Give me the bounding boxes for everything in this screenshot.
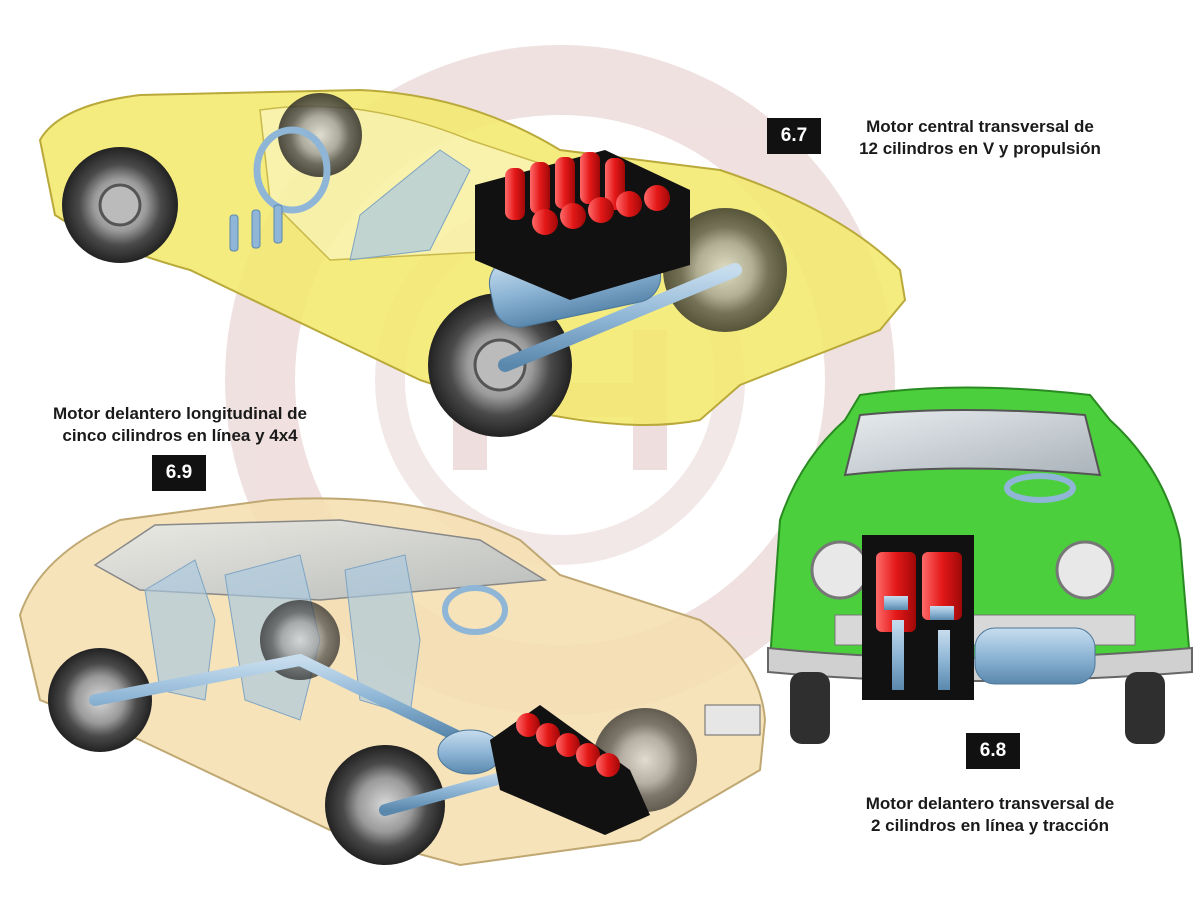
- crank-pistons: [884, 596, 954, 690]
- differential-6-9: [437, 729, 503, 775]
- caption-6-8: Motor delantero transversal de 2 cilindr…: [865, 794, 1115, 835]
- badge-6-8: 6.8: [966, 733, 1020, 769]
- steering-wheel-6-8: [1004, 473, 1076, 503]
- wheel-6-8-right: [1125, 672, 1165, 744]
- car-6-8-windshield: [843, 409, 1102, 477]
- wheel-front-right: [278, 93, 362, 177]
- propshaft-6-9: [89, 653, 461, 741]
- headlight-right: [1055, 540, 1115, 600]
- headlight-left: [810, 540, 870, 600]
- transmission-6-8: [974, 627, 1096, 685]
- car-6-9-4x4: [18, 497, 767, 867]
- caption-6-9: Motor delantero longitudinal de cinco ci…: [52, 404, 308, 445]
- v12-engine-block: [475, 150, 690, 300]
- cylinder-left: [876, 552, 916, 632]
- car-6-7-mid-engine: [38, 88, 907, 437]
- seats: [349, 149, 471, 261]
- headlight-6-9: [704, 704, 761, 736]
- wheel-6-8-left: [790, 672, 830, 744]
- steering-wheel-6-9: [442, 585, 508, 635]
- 5-cyl-engine-block: [490, 705, 650, 835]
- cylinder-right: [922, 552, 962, 620]
- 5-cyl-cylinders: [516, 713, 620, 777]
- drive-axle: [498, 263, 742, 372]
- v12-cylinders: [505, 152, 670, 235]
- badge-6-7: 6.7: [767, 118, 821, 154]
- steering-wheel: [253, 126, 331, 214]
- car-6-8-front-engine: [767, 386, 1193, 744]
- caption-6-7: Motor central transversal de 12 cilindro…: [859, 117, 1101, 158]
- badge-6-9: 6.9: [152, 455, 206, 491]
- pedals: [229, 204, 283, 252]
